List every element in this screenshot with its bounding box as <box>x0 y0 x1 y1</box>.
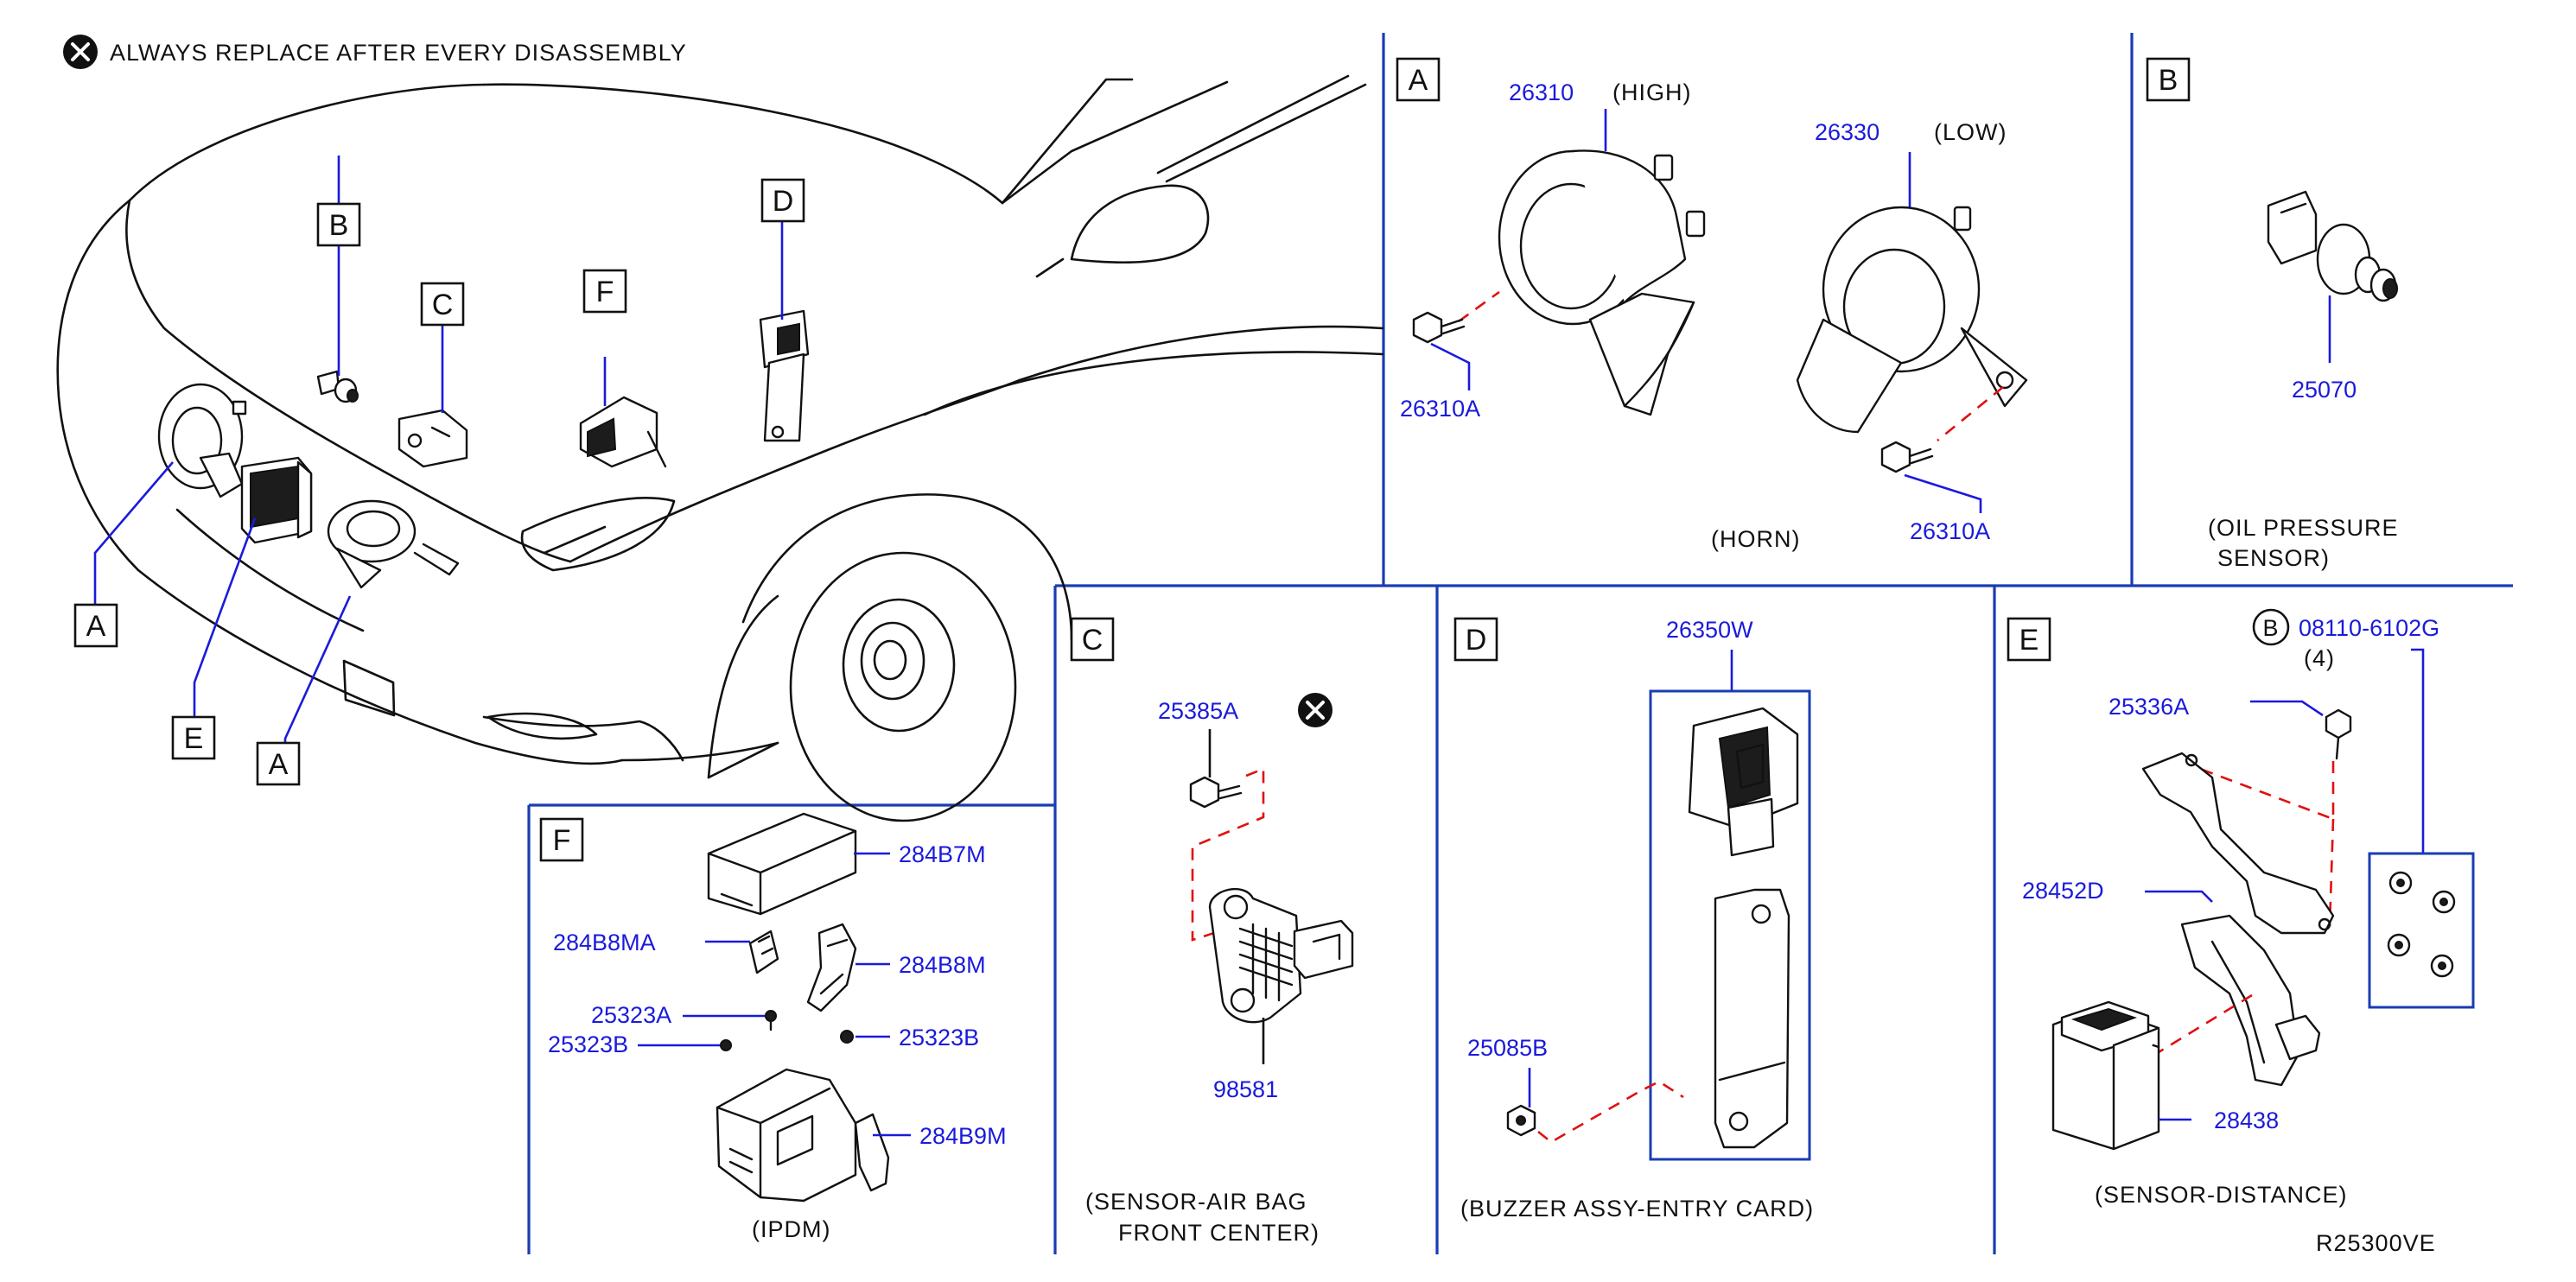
part-26350w: 26350W <box>1666 617 1753 643</box>
part-25070: 25070 <box>2292 377 2357 403</box>
part-25323b-left: 25323B <box>548 1031 628 1057</box>
ipdm-cover-284b7m <box>707 812 857 916</box>
callout-a-right: A <box>256 741 301 786</box>
overview-leaders <box>93 155 784 743</box>
overview-airbag-sensor <box>398 409 468 468</box>
panel-b-letter: B <box>2159 64 2178 97</box>
part-284b8m: 284B8M <box>899 952 986 978</box>
svg-text:C: C <box>432 289 454 321</box>
overview-horn-left <box>157 383 247 498</box>
low-horn-illustration <box>1796 206 2028 434</box>
reference-code: R25300VE <box>2316 1230 2436 1256</box>
airbag-caption-line1: (SENSOR-AIR BAG <box>1085 1189 1307 1215</box>
panel-f-letter: F <box>553 824 571 857</box>
callout-c: C <box>420 282 465 327</box>
replace-symbol-icon <box>1306 701 1325 720</box>
ipdm-caption: (IPDM) <box>752 1216 830 1242</box>
oil-pressure-sensor-illustration <box>2267 190 2398 302</box>
bracket-28452d <box>2141 752 2335 1087</box>
part-25323a: 25323A <box>591 1002 671 1028</box>
part-26330-note: (LOW) <box>1934 119 2007 145</box>
airbag-sensor-illustration <box>1208 887 1354 1024</box>
callout-b: B <box>316 202 361 247</box>
horn-caption: (HORN) <box>1711 526 1800 552</box>
callout-e: E <box>171 715 216 760</box>
panel-e-letter: E <box>2019 624 2039 657</box>
ipdm-bracket-284b8m <box>806 923 857 1012</box>
replace-note: ALWAYS REPLACE AFTER EVERY DISASSEMBLY <box>63 35 687 69</box>
part-26310-note: (HIGH) <box>1612 79 1691 105</box>
panel-d-letter: D <box>1466 624 1487 657</box>
buzzer-illustration <box>1688 707 1799 1149</box>
part-284b9m: 284B9M <box>919 1123 1007 1149</box>
part-25336a: 25336A <box>2109 694 2189 720</box>
bolt-26310a-left <box>1412 311 1466 344</box>
distance-sensor-28438 <box>2051 1000 2160 1151</box>
part-26310a-2: 26310A <box>1910 518 1990 544</box>
car-front-overview <box>56 74 1384 822</box>
panel-b-oil-pressure: B 25070 (OIL PRESSURE SENSOR) <box>2146 57 2399 571</box>
panel-d-buzzer: D 26350W 25085B (BUZZER ASSY-ENTRY CARD) <box>1453 617 1814 1222</box>
replace-symbol-icon <box>71 42 90 61</box>
callout-d: D <box>760 178 805 223</box>
overview-sensor-distance <box>240 456 313 544</box>
bolt-b-symbol: B <box>2252 608 2290 646</box>
nut-25085b <box>1506 1104 1536 1137</box>
svg-text:F: F <box>596 276 614 308</box>
overview-buzzer <box>759 309 810 442</box>
bolt-26310a-right <box>1880 441 1934 473</box>
panel-a-horn: A 26310 (HIGH) 26310A 26330 (LOW) <box>1396 57 2028 552</box>
bolt-set-4 <box>2387 871 2456 978</box>
part-98581: 98581 <box>1213 1076 1278 1102</box>
panel-c-airbag-sensor: C 25385A 98581 (SENSOR-AIR BAG FRONT CEN… <box>1070 617 1354 1246</box>
svg-text:B: B <box>329 209 349 242</box>
svg-text:E: E <box>184 722 204 755</box>
svg-text:D: D <box>773 185 794 218</box>
oil-caption-line2: SENSOR) <box>2217 545 2330 571</box>
ipdm-plate-284b8ma <box>748 930 779 974</box>
airbag-caption-line2: FRONT CENTER) <box>1118 1220 1320 1246</box>
buzzer-caption: (BUZZER ASSY-ENTRY CARD) <box>1460 1196 1814 1222</box>
bolt-25385a <box>1189 776 1243 809</box>
overview-horn-right <box>327 499 460 589</box>
part-284b7m: 284B7M <box>899 841 986 867</box>
part-08110-6102g: 08110-6102G <box>2299 615 2439 641</box>
callout-a-left: A <box>73 603 118 648</box>
part-25385a: 25385A <box>1158 698 1238 724</box>
panel-e-sensor-distance: E B 08110-6102G (4) 25336A <box>2007 608 2475 1208</box>
svg-text:A: A <box>86 610 106 643</box>
panel-a-letter: A <box>1409 64 1428 97</box>
part-08110-6102g-qty: (4) <box>2304 645 2335 671</box>
oil-caption-line1: (OIL PRESSURE <box>2208 515 2399 541</box>
svg-text:B: B <box>2262 615 2279 641</box>
high-horn-illustration <box>1498 149 1706 416</box>
ipdm-housing-284b9m <box>716 1068 890 1203</box>
part-28438: 28438 <box>2214 1107 2279 1133</box>
overview-oil-pressure-sensor <box>316 370 359 403</box>
callout-f: F <box>582 269 627 314</box>
part-28452d: 28452D <box>2022 878 2104 904</box>
panel-f-ipdm: F 284B7M 284B8MA 284B8M 25323A 25323B 25… <box>539 812 1007 1242</box>
panel-c-letter: C <box>1082 624 1104 657</box>
distance-caption: (SENSOR-DISTANCE) <box>2095 1182 2348 1208</box>
part-26330: 26330 <box>1815 119 1880 145</box>
part-26310a-1: 26310A <box>1400 396 1480 422</box>
part-26310: 26310 <box>1509 79 1574 105</box>
overview-ipdm <box>579 396 667 468</box>
part-25323b-right: 25323B <box>899 1025 979 1050</box>
svg-text:A: A <box>269 748 289 781</box>
part-25085b: 25085B <box>1467 1035 1548 1061</box>
bolt-25336a <box>2325 708 2352 760</box>
panel-dividers <box>527 33 2513 1254</box>
part-284b8ma: 284B8MA <box>553 930 656 955</box>
note-text: ALWAYS REPLACE AFTER EVERY DISASSEMBLY <box>110 40 687 66</box>
